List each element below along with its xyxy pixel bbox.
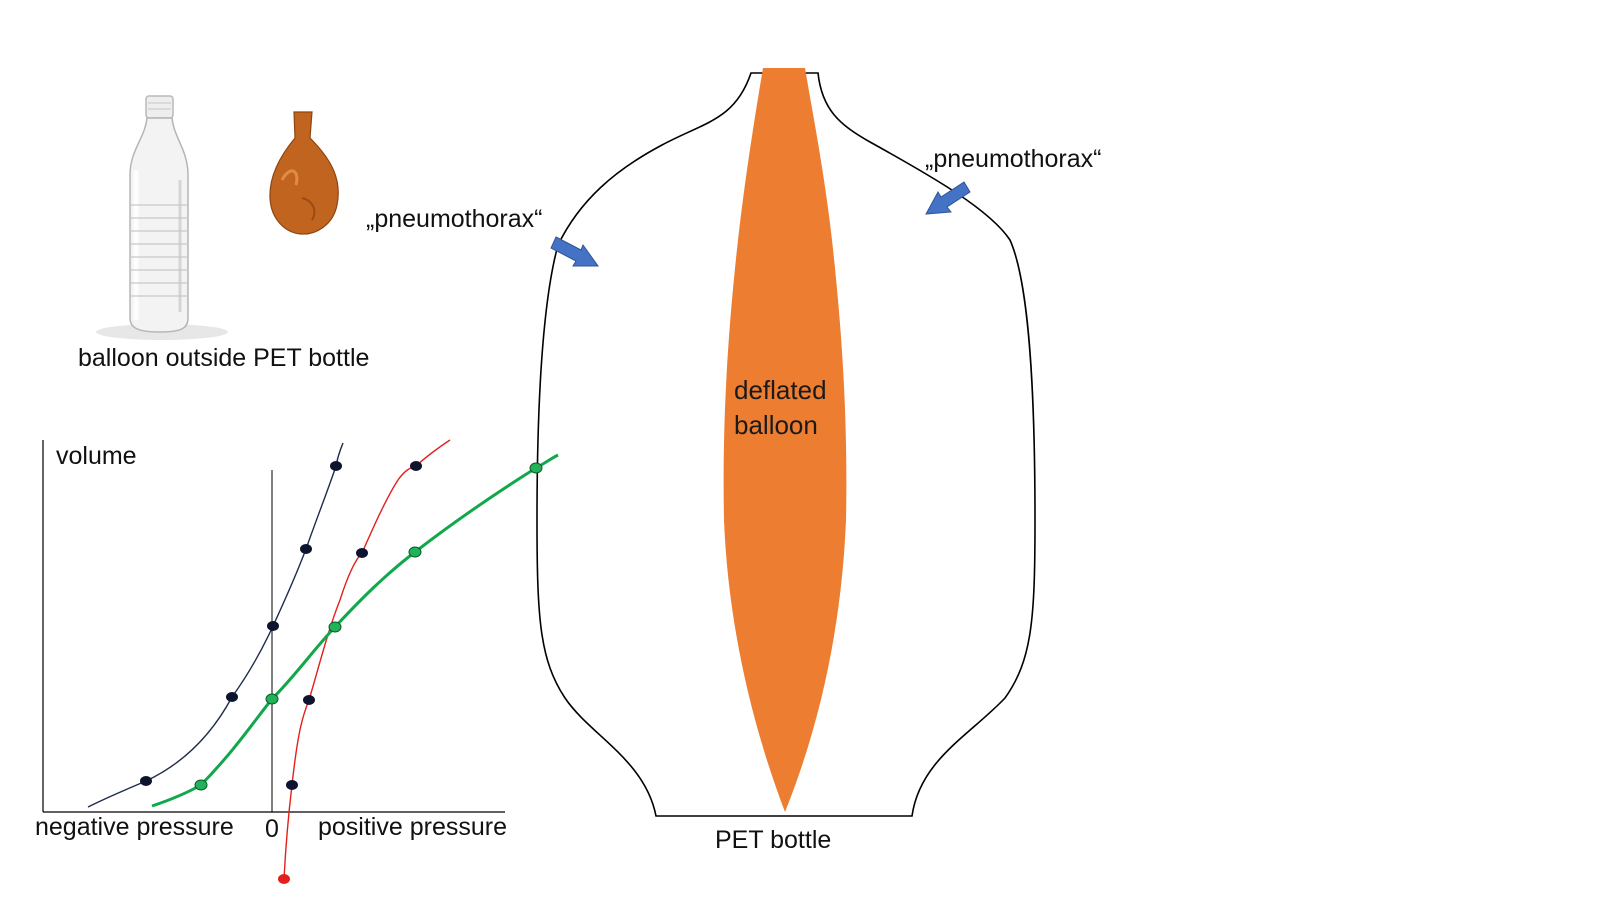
series-green-curve (151, 453, 559, 808)
navy-point-5 (330, 461, 342, 471)
green-point-1 (194, 779, 208, 791)
deflated-balloon-shape (723, 68, 847, 812)
deflated-balloon-photo (269, 111, 339, 235)
x-axis-label-negative: negative pressure (35, 813, 234, 841)
series-navy-curve (87, 442, 344, 808)
pneumothorax-label-left: „pneumothorax“ (366, 205, 543, 233)
pneumothorax-arrow-icon-right (925, 181, 971, 215)
green-point-2 (265, 693, 279, 705)
red-curve-point-1 (286, 780, 298, 790)
green-point-5 (529, 462, 543, 474)
pneumothorax-arrow-icon-left (550, 236, 599, 267)
navy-point-4 (300, 544, 312, 554)
red-curve-point-2 (303, 695, 315, 705)
red-curve-point-3 (356, 548, 368, 558)
balloon-label-line1: deflated (734, 375, 827, 405)
pet-bottle-outline (536, 72, 1036, 817)
green-point-3 (328, 621, 342, 633)
pressure-volume-chart (42, 439, 559, 884)
navy-point-2 (226, 692, 238, 702)
balloon-label-line2: balloon (734, 410, 818, 440)
red-curve-point-4 (410, 461, 422, 471)
red-curve-endpoint (278, 874, 290, 884)
navy-point-1 (140, 776, 152, 786)
navy-point-3 (267, 621, 279, 631)
green-point-4 (408, 546, 422, 558)
pet-bottle-photo (96, 95, 228, 340)
pneumothorax-label-right: „pneumothorax“ (925, 145, 1102, 173)
y-axis-label: volume (56, 442, 137, 470)
x-axis-label-zero: 0 (265, 815, 279, 843)
x-axis-label-positive: positive pressure (318, 813, 507, 841)
photo-caption: balloon outside PET bottle (78, 344, 370, 372)
bottle-label: PET bottle (715, 826, 832, 854)
